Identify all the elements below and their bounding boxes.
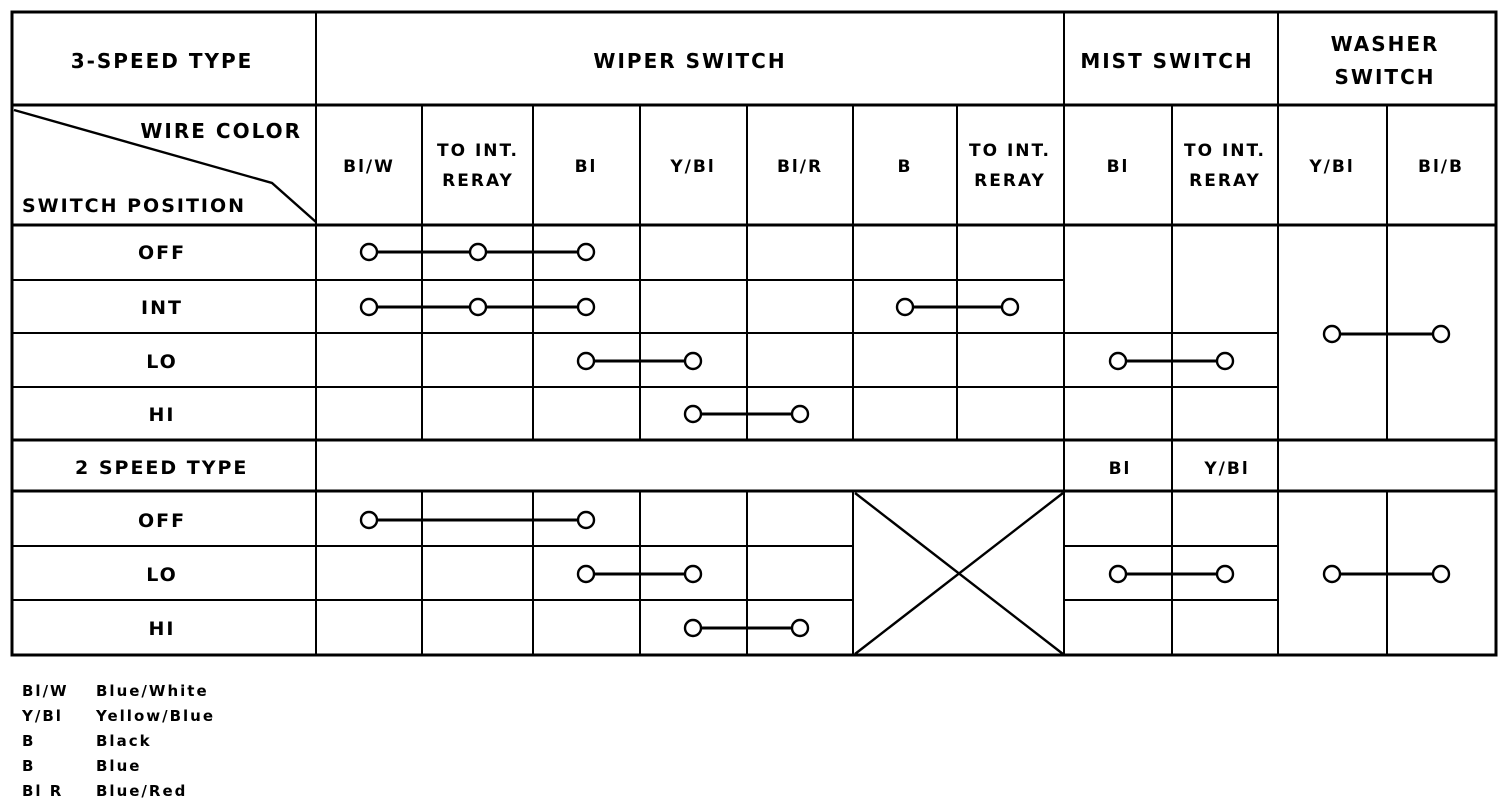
washer-switch-header-line2: SWITCH xyxy=(1335,65,1436,89)
two-speed-connection-4-node-0 xyxy=(683,618,703,638)
two-speed-connection-3-node-1 xyxy=(1431,564,1451,584)
three-speed-connection-0-node-2 xyxy=(576,242,596,262)
three-speed-connection-1 xyxy=(359,297,596,317)
legend-name-0: Blue/White xyxy=(96,682,209,700)
wire-col-label-7: Bl xyxy=(1107,157,1130,177)
two-speed-connection-2-node-0 xyxy=(1108,564,1128,584)
three-speed-connection-3-node-1 xyxy=(683,351,703,371)
wire-col-label-8-line0: TO INT. xyxy=(1184,141,1266,161)
three-speed-connection-2 xyxy=(895,297,1020,317)
two-speed-position-off: OFF xyxy=(138,510,186,532)
three-speed-connection-0 xyxy=(359,242,596,262)
switch-connections xyxy=(359,242,1451,638)
two-speed-connection-1 xyxy=(576,564,703,584)
three-speed-connection-5 xyxy=(683,404,810,424)
wire-col-label-0: Bl/W xyxy=(343,157,395,177)
legend-code-2: B xyxy=(22,732,35,750)
wire-col-label-8-line1: RERAY xyxy=(1189,171,1261,191)
cross-out-line-b xyxy=(854,492,1064,655)
wire-color-label: WIRE COLOR xyxy=(140,119,302,143)
legend-code-3: B xyxy=(22,757,35,775)
two-speed-connection-4 xyxy=(683,618,810,638)
wire-col-label-3: Y/Bl xyxy=(669,157,715,177)
wire-col-label-4: Bl/R xyxy=(777,157,823,177)
three-speed-connection-4 xyxy=(1108,351,1235,371)
three-speed-position-int: INT xyxy=(141,297,183,319)
two-speed-connection-4-node-1 xyxy=(790,618,810,638)
two-speed-connection-0-node-0 xyxy=(359,510,379,530)
three-speed-connection-0-node-1 xyxy=(468,242,488,262)
wire-col-label-1-line1: RERAY xyxy=(442,171,514,191)
three-speed-type-label: 3-SPEED TYPE xyxy=(71,49,254,73)
three-speed-connection-4-node-0 xyxy=(1108,351,1128,371)
header-texts: 3-SPEED TYPE WIPER SWITCH MIST SWITCH WA… xyxy=(22,32,1440,217)
wire-col-label-1-line0: TO INT. xyxy=(437,141,519,161)
legend-code-0: Bl/W xyxy=(22,682,69,700)
wiper-switch-header: WIPER SWITCH xyxy=(593,49,786,73)
wire-col-label-10: Bl/B xyxy=(1418,157,1464,177)
two-speed-mist-col-label-bl: Bl xyxy=(1109,459,1132,479)
two-speed-connection-1-node-0 xyxy=(576,564,596,584)
two-speed-connection-1-node-1 xyxy=(683,564,703,584)
wire-col-label-6-line1: RERAY xyxy=(974,171,1046,191)
two-speed-type-label: 2 SPEED TYPE xyxy=(75,457,248,479)
three-speed-position-hi: HI xyxy=(149,404,176,426)
three-speed-position-off: OFF xyxy=(138,242,186,264)
three-speed-connection-0-node-0 xyxy=(359,242,379,262)
table-grid xyxy=(10,10,1498,657)
three-speed-connection-3 xyxy=(576,351,703,371)
legend-name-1: Yellow/Blue xyxy=(95,707,215,725)
wire-col-label-5: B xyxy=(898,157,913,177)
three-speed-connection-5-node-1 xyxy=(790,404,810,424)
two-speed-connection-3 xyxy=(1322,564,1451,584)
three-speed-connection-6-node-0 xyxy=(1322,324,1342,344)
three-speed-connection-2-node-1 xyxy=(1000,297,1020,317)
legend-name-4: Blue/Red xyxy=(96,782,187,800)
two-speed-connection-3-node-0 xyxy=(1322,564,1342,584)
two-speed-connection-0 xyxy=(359,510,596,530)
switch-position-label: SWITCH POSITION xyxy=(22,195,246,217)
wire-col-label-2: Bl xyxy=(575,157,598,177)
three-speed-connection-6 xyxy=(1322,324,1451,344)
three-speed-connection-2-node-0 xyxy=(895,297,915,317)
legend-name-2: Black xyxy=(96,732,152,750)
two-speed-connection-2 xyxy=(1108,564,1235,584)
legend-code-1: Y/Bl xyxy=(21,707,63,725)
two-speed-connection-0-node-1 xyxy=(576,510,596,530)
wire-col-label-6-line0: TO INT. xyxy=(969,141,1051,161)
three-speed-connection-1-node-0 xyxy=(359,297,379,317)
three-speed-connection-5-node-0 xyxy=(683,404,703,424)
legend-name-3: Blue xyxy=(96,757,141,775)
three-speed-connection-1-node-2 xyxy=(576,297,596,317)
wire-color-column-labels: Bl/W TO INT. RERAY Bl Y/Bl Bl/R B TO INT. RERAY B… xyxy=(343,141,1464,191)
two-speed-mist-col-label-ybl: Y/Bl xyxy=(1203,459,1249,479)
three-speed-connection-4-node-1 xyxy=(1215,351,1235,371)
three-speed-connection-3-node-0 xyxy=(576,351,596,371)
corner-diagonal xyxy=(13,108,317,223)
two-speed-position-lo: LO xyxy=(146,564,178,586)
three-speed-connection-1-node-1 xyxy=(468,297,488,317)
wire-col-label-9: Y/Bl xyxy=(1308,157,1354,177)
three-speed-position-labels: OFF INT LO HI xyxy=(138,242,186,426)
three-speed-position-lo: LO xyxy=(146,351,178,373)
mist-switch-header: MIST SWITCH xyxy=(1080,49,1253,73)
washer-switch-header-line1: WASHER xyxy=(1331,32,1440,56)
three-speed-connection-6-node-1 xyxy=(1431,324,1451,344)
two-speed-connection-2-node-1 xyxy=(1215,564,1235,584)
legend-code-4: Bl R xyxy=(22,782,63,800)
two-speed-position-labels: OFF LO HI xyxy=(138,510,186,640)
two-speed-position-hi: HI xyxy=(149,618,176,640)
